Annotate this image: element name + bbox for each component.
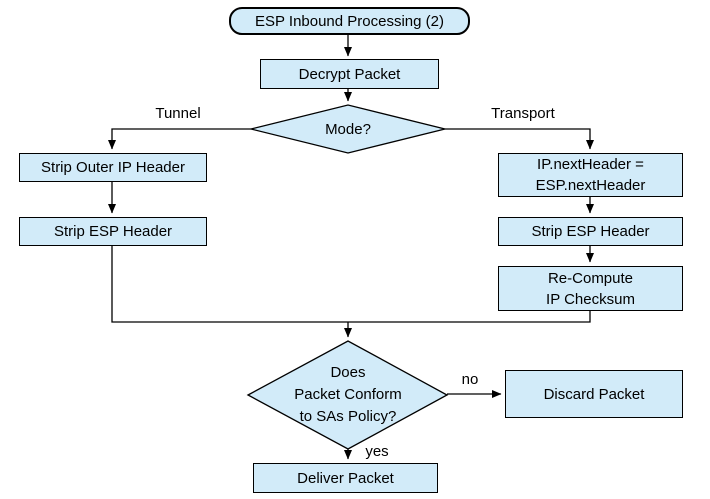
node-strip-esp-header-transport: Strip ESP Header — [498, 217, 683, 246]
edge-label-yes: yes — [365, 442, 389, 460]
node-deliver-packet: Deliver Packet — [253, 463, 438, 493]
node-recompute-ip-checksum: Re-Compute IP Checksum — [498, 266, 683, 311]
node-strip-outer-ip-header: Strip Outer IP Header — [19, 153, 207, 182]
edge-mode-transport — [445, 128, 594, 150]
policy-decision-shape — [246, 340, 449, 450]
edge-transport-merge — [348, 311, 591, 323]
edge-label-no: no — [461, 370, 479, 388]
edge-label-tunnel: Tunnel — [155, 104, 201, 122]
node-set-next-header: IP.nextHeader = ESP.nextHeader — [498, 153, 683, 197]
node-start: ESP Inbound Processing (2) — [229, 7, 470, 35]
mode-decision-shape — [250, 104, 446, 154]
edge-tunnel-merge — [111, 246, 348, 323]
node-strip-esp-header-tunnel: Strip ESP Header — [19, 217, 207, 246]
node-decrypt-packet: Decrypt Packet — [260, 59, 439, 89]
node-discard-packet: Discard Packet — [505, 370, 683, 418]
edge-mode-tunnel — [108, 128, 251, 150]
edge-label-transport: Transport — [491, 104, 555, 122]
